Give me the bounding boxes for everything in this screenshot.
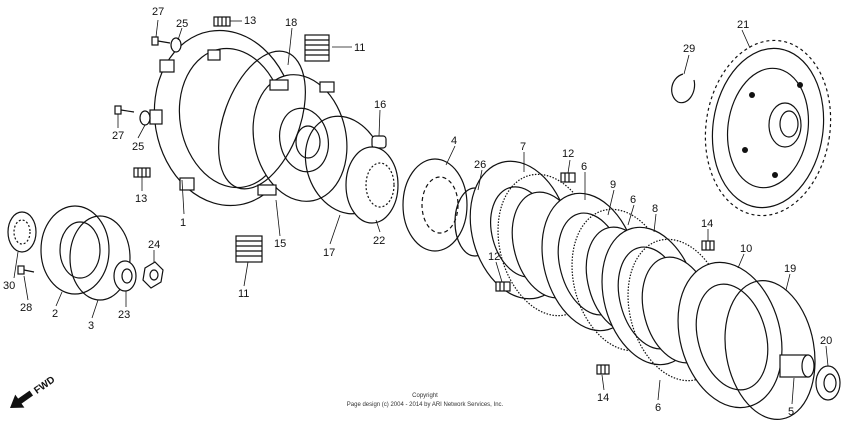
callout-27: 27 [152, 6, 164, 18]
callout-25: 25 [132, 141, 144, 153]
callout-4: 4 [451, 135, 457, 147]
part-25-washer-mid [139, 110, 151, 126]
part-21-gear [704, 39, 832, 217]
callout-20: 20 [820, 335, 832, 347]
callout-30: 30 [3, 280, 15, 292]
part-23-nut [113, 260, 137, 292]
callout-13: 13 [244, 15, 256, 27]
callout-10: 10 [740, 243, 752, 255]
callout-6: 6 [655, 402, 661, 414]
callout-26: 26 [474, 159, 486, 171]
part-13-spring-top [213, 16, 231, 27]
callout-21: 21 [737, 19, 749, 31]
part-29-snap-ring [671, 73, 696, 104]
callout-11: 11 [354, 42, 365, 54]
callout-1: 1 [180, 217, 186, 229]
part-2-cover [40, 205, 110, 295]
fwd-direction-indicator: FWD [10, 374, 57, 408]
callout-13: 13 [135, 193, 147, 205]
part-11-spring-upper [304, 34, 330, 62]
part-27-bolt-mid [114, 105, 135, 115]
callout-2: 2 [52, 308, 58, 320]
callout-18: 18 [285, 17, 297, 29]
callout-5: 5 [788, 406, 794, 418]
callout-labels: 27 25 13 18 11 21 29 27 25 16 4 7 12 6 2… [3, 6, 832, 418]
callout-27: 27 [112, 130, 124, 142]
callout-16: 16 [374, 99, 386, 111]
part-19-ring [724, 280, 816, 420]
copyright-line-1: Copyright [412, 393, 438, 399]
callout-29: 29 [683, 43, 695, 55]
callout-15: 15 [274, 238, 286, 250]
callout-3: 3 [88, 320, 94, 332]
part-3-gasket [69, 215, 131, 301]
callout-8: 8 [652, 203, 658, 215]
callout-22: 22 [373, 235, 385, 247]
callout-14: 14 [597, 392, 609, 404]
callout-11: 11 [238, 288, 249, 300]
callout-6: 6 [581, 161, 587, 173]
callout-28: 28 [20, 302, 32, 314]
callout-23: 23 [118, 309, 130, 321]
part-13-spring-mid [133, 167, 151, 178]
callout-12: 12 [562, 148, 574, 160]
callout-17: 17 [323, 247, 335, 259]
callout-24: 24 [148, 239, 160, 251]
part-14-spring-lower [596, 364, 610, 375]
callout-14: 14 [701, 218, 713, 230]
part-10-end-plate [677, 261, 783, 409]
part-5-sleeve [779, 354, 815, 378]
callout-25: 25 [176, 18, 188, 30]
part-14-spring-upper [701, 240, 715, 251]
callout-9: 9 [610, 179, 616, 191]
part-28-bolt [17, 265, 35, 275]
part-12-spring-lower [495, 281, 511, 292]
part-20-seal [815, 365, 841, 401]
callout-6: 6 [630, 194, 636, 206]
part-11-spring-lower [235, 235, 263, 263]
part-24-lock-washer [142, 261, 164, 289]
part-25-washer-top [170, 37, 182, 53]
callout-7: 7 [520, 141, 526, 153]
arrow-left-icon [10, 390, 34, 408]
leader-lines [13, 19, 829, 405]
part-16-cap [371, 135, 387, 149]
part-22-hub [345, 146, 399, 224]
part-12-spring-upper [560, 172, 576, 183]
fwd-label: FWD [32, 374, 57, 396]
part-18-spring-ring [218, 50, 306, 190]
part-27-bolt-top [151, 36, 171, 46]
part-30-bearing [7, 211, 37, 253]
copyright-notice: Copyright Page design (c) 2004 - 2014 by… [347, 393, 504, 408]
copyright-line-2: Page design (c) 2004 - 2014 by ARI Netwo… [347, 402, 504, 408]
callout-19: 19 [784, 263, 796, 275]
callout-12: 12 [488, 251, 500, 263]
